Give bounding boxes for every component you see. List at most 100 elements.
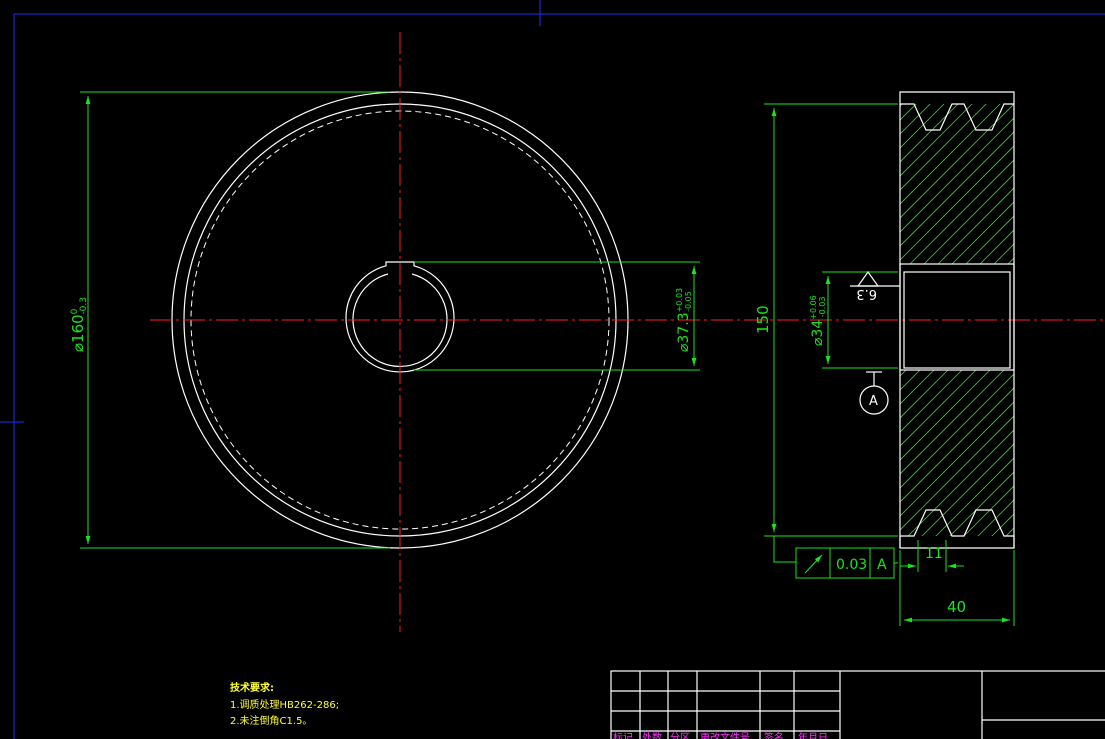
hatch-line: [900, 104, 987, 191]
runout-icon: [804, 554, 823, 574]
hatch-line: [963, 485, 1014, 536]
roughness-label: 6.3: [856, 286, 877, 301]
hatch-line: [923, 173, 1014, 264]
hatch-line: [977, 499, 1014, 536]
hatch-top: [700, 92, 1105, 264]
hatch-line: [979, 229, 1014, 264]
title-block: 标记 处数 分区 更改文件号 签名 年月日: [610, 670, 1105, 739]
hatch-line: [900, 401, 1014, 517]
hatch-line: [991, 513, 1014, 536]
hatch-line: [900, 370, 1005, 475]
front-view: [150, 32, 1105, 632]
groove-dimension: 11: [900, 540, 964, 572]
tb-cell-5: 年月日: [798, 731, 828, 739]
hatch-line: [1007, 257, 1014, 264]
hatch-line: [935, 457, 1014, 536]
hatch-line: [900, 104, 917, 121]
tb-cell-0: 标记: [613, 732, 633, 739]
hatch-line: [1064, 92, 1105, 264]
hatch-line: [937, 187, 1014, 264]
hatch-line: [900, 131, 1014, 247]
bore-label: ⌀34: [810, 320, 826, 346]
keyway-label: ⌀37.3: [676, 312, 692, 352]
hatch-line: [900, 104, 903, 107]
hatch-line: [909, 159, 1014, 264]
tolerance-datum: A: [877, 557, 887, 573]
notes-line-2: 2.未注倒角C1.5。: [230, 714, 312, 727]
keyway-dimension: ⌀37.3+0.03-0.05: [414, 261, 700, 371]
notes-line-1: 1.调质处理HB262-286;: [230, 699, 339, 711]
hatch-line: [1078, 370, 1105, 548]
hatch-line: [900, 370, 963, 433]
hatch-line: [1008, 370, 1105, 548]
svg-text:⌀1600-0.3: ⌀1600-0.3: [69, 297, 89, 352]
notes-heading: 技术要求:: [230, 681, 274, 694]
datum-label: A: [869, 394, 878, 409]
hatch-line: [900, 117, 1014, 233]
hatch-line: [700, 370, 878, 548]
hatch-line: [900, 387, 1014, 503]
hatch-line: [900, 104, 945, 149]
hatch-bottom: [700, 370, 1105, 548]
height-label: 150: [754, 305, 772, 334]
svg-text:⌀34+0.06-0.03: ⌀34+0.06-0.03: [809, 295, 827, 346]
hatch-line: [900, 370, 935, 405]
hatch-line: [1036, 92, 1105, 264]
technical-notes: 技术要求: 1.调质处理HB262-286; 2.未注倒角C1.5。: [230, 681, 339, 727]
hatch-line: [900, 415, 1014, 531]
hatch-line: [1064, 370, 1105, 548]
hatch-line: [900, 370, 921, 391]
hatch-line: [900, 370, 977, 447]
groove-label: 11: [925, 546, 943, 562]
width-label: 40: [947, 598, 966, 616]
hatch-line: [949, 471, 1014, 536]
hatch-line: [900, 104, 1001, 205]
hatch-line: [900, 370, 907, 377]
width-dimension: 40: [899, 550, 1015, 626]
hatch-line: [714, 92, 886, 264]
hatch-line: [1050, 92, 1105, 264]
hatch-line: [1092, 370, 1105, 548]
tb-cell-1: 处数: [642, 731, 662, 739]
hatch-line: [1050, 370, 1105, 548]
hatch-line: [900, 104, 1014, 219]
hatch-line: [714, 370, 892, 548]
hatch-line: [951, 201, 1014, 264]
hatch-line: [900, 370, 949, 419]
hatch-line: [1022, 92, 1105, 264]
hatch-line: [921, 443, 1014, 536]
outer-diameter-label: ⌀160: [69, 314, 87, 352]
hatch-line: [728, 92, 900, 264]
hatch-line: [1078, 92, 1105, 264]
hatch-line: [993, 243, 1014, 264]
hatch-line: [1092, 92, 1105, 264]
hatch-line: [1005, 527, 1014, 536]
height-dimension: 150: [754, 103, 898, 537]
tb-cell-3: 更改文件号: [700, 731, 750, 739]
datum-symbol: A: [859, 371, 889, 415]
hatch-line: [900, 104, 973, 177]
hatch-line: [1022, 370, 1105, 548]
bore-section: [899, 263, 1015, 371]
hatch-line: [700, 92, 872, 264]
top-grooves: [899, 91, 1015, 131]
bottom-grooves: [899, 509, 1015, 549]
hatch-line: [1036, 370, 1105, 548]
hatch-line: [900, 104, 931, 135]
hatch-line: [965, 215, 1014, 264]
tb-cell-2: 分区: [670, 732, 690, 739]
hatch-line: [907, 429, 1014, 536]
bore-with-keyway: [345, 261, 455, 373]
hatch-line: [900, 370, 991, 461]
hatch-line: [900, 104, 959, 163]
side-view: [700, 91, 1105, 549]
tb-cell-4: 签名: [764, 731, 784, 739]
hatch-line: [900, 145, 1014, 261]
bore-dimension: ⌀34+0.06-0.03 6.3: [809, 270, 900, 369]
outer-diameter-dimension: ⌀1600-0.3: [69, 91, 390, 549]
svg-text:⌀37.3+0.03-0.05: ⌀37.3+0.03-0.05: [675, 288, 693, 352]
hatch-line: [900, 373, 1014, 489]
